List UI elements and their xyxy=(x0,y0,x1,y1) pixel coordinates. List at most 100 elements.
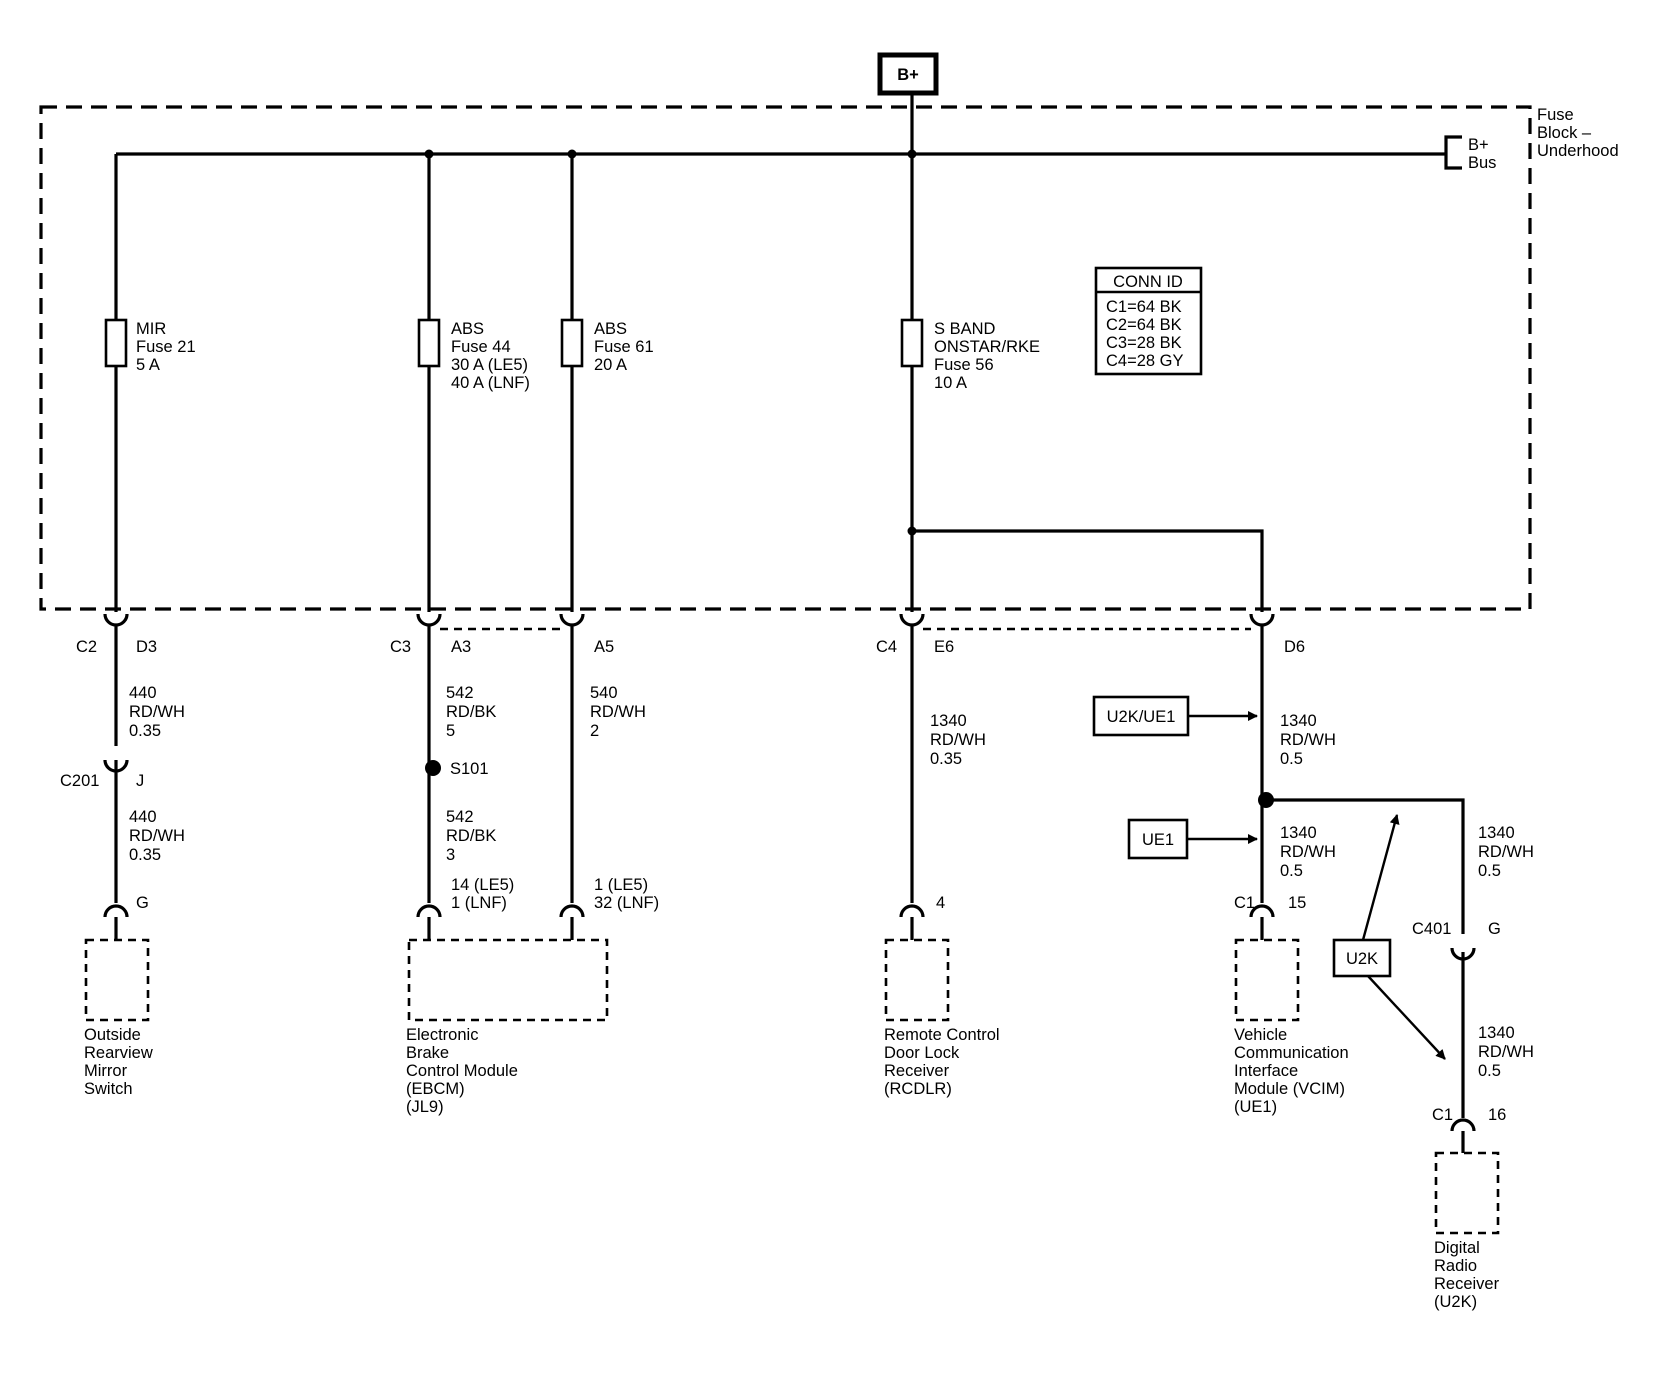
wire-542-lower-label: 542 RD/BK 3 xyxy=(446,808,496,864)
svg-text:(UE1): (UE1) xyxy=(1234,1098,1277,1116)
fuse-56 xyxy=(900,318,924,368)
wire-1340-radio-label: 1340 RD/WH 0.5 xyxy=(1478,1024,1534,1080)
svg-text:RD/WH: RD/WH xyxy=(129,703,185,721)
svg-text:1340: 1340 xyxy=(1280,824,1317,842)
svg-text:Receiver: Receiver xyxy=(1434,1275,1500,1293)
svg-text:0.5: 0.5 xyxy=(1280,750,1303,768)
svg-text:1340: 1340 xyxy=(1478,1024,1515,1042)
svg-text:1340: 1340 xyxy=(930,712,967,730)
pin-d6: D6 xyxy=(1284,638,1305,656)
fuse-56-label: S BAND ONSTAR/RKE Fuse 56 10 A xyxy=(934,320,1040,392)
svg-text:440: 440 xyxy=(129,684,157,702)
svg-text:RD/WH: RD/WH xyxy=(1280,843,1336,861)
svg-text:RD/WH: RD/WH xyxy=(930,731,986,749)
ebcm-label: Electronic Brake Control Module (EBCM) (… xyxy=(406,1026,518,1116)
ebcm-connector-a xyxy=(416,904,442,918)
option-ue1: UE1 xyxy=(1127,818,1189,860)
c401-pin: G xyxy=(1488,920,1501,938)
svg-text:Outside: Outside xyxy=(84,1026,141,1044)
svg-text:0.35: 0.35 xyxy=(930,750,962,768)
svg-text:RD/BK: RD/BK xyxy=(446,827,496,845)
connector-c4: C4 xyxy=(876,638,897,656)
wire-440-upper-label: 440 RD/WH 0.35 xyxy=(129,684,185,740)
svg-text:Digital: Digital xyxy=(1434,1239,1480,1257)
svg-text:(JL9): (JL9) xyxy=(406,1098,444,1116)
svg-text:1 (LE5): 1 (LE5) xyxy=(594,876,648,894)
svg-text:Radio: Radio xyxy=(1434,1257,1477,1275)
svg-text:MIR: MIR xyxy=(136,320,166,338)
bus-bracket xyxy=(1444,135,1462,170)
svg-text:Rearview: Rearview xyxy=(84,1044,153,1062)
svg-text:CONN ID: CONN ID xyxy=(1113,273,1183,291)
fuse-44 xyxy=(417,318,441,368)
fuse-61-label: ABS Fuse 61 20 A xyxy=(594,320,654,374)
svg-text:30 A (LE5): 30 A (LE5) xyxy=(451,356,528,374)
bus-junction-dot xyxy=(907,149,917,159)
svg-text:RD/WH: RD/WH xyxy=(1478,843,1534,861)
arrow-u2k-down xyxy=(1367,975,1446,1060)
pin-g-mirror: G xyxy=(136,894,149,912)
connector-c2: C2 xyxy=(76,638,97,656)
conn-id-table: CONN ID C1=64 BK C2=64 BK C3=28 BK C4=28… xyxy=(1094,266,1203,376)
svg-text:Electronic: Electronic xyxy=(406,1026,478,1044)
svg-text:Fuse 61: Fuse 61 xyxy=(594,338,654,356)
svg-text:RD/BK: RD/BK xyxy=(446,703,496,721)
svg-text:Receiver: Receiver xyxy=(884,1062,950,1080)
svg-text:(U2K): (U2K) xyxy=(1434,1293,1477,1311)
fuse-block-outline xyxy=(39,105,1532,611)
svg-text:Fuse 21: Fuse 21 xyxy=(136,338,196,356)
wire-542-upper-label: 542 RD/BK 5 xyxy=(446,684,496,740)
ebcm-pin-b-label: 1 (LE5) 32 (LNF) xyxy=(594,876,659,912)
svg-text:0.35: 0.35 xyxy=(129,722,161,740)
rcdlr-label: Remote Control Door Lock Receiver (RCDLR… xyxy=(884,1026,1000,1098)
s101-label: S101 xyxy=(450,760,489,778)
svg-text:Bus: Bus xyxy=(1468,154,1496,172)
svg-text:Remote Control: Remote Control xyxy=(884,1026,1000,1044)
fuse-44-label: ABS Fuse 44 30 A (LE5) 40 A (LNF) xyxy=(451,320,530,392)
block-connectors xyxy=(103,613,1275,627)
svg-text:5 A: 5 A xyxy=(136,356,160,374)
splice-s101 xyxy=(425,760,441,776)
svg-text:Door Lock: Door Lock xyxy=(884,1044,960,1062)
mirror-connector xyxy=(103,904,129,918)
arrow-u2k-up xyxy=(1361,814,1400,941)
pin-a3: A3 xyxy=(451,638,471,656)
ebcm-pin-a-label: 14 (LE5) 1 (LNF) xyxy=(451,876,514,912)
svg-text:RD/WH: RD/WH xyxy=(1478,1043,1534,1061)
ebcm-connector-b xyxy=(559,904,585,918)
svg-text:1340: 1340 xyxy=(1280,712,1317,730)
connector-c201: C201 xyxy=(60,772,99,790)
svg-text:3: 3 xyxy=(446,846,455,864)
connector-c3: C3 xyxy=(390,638,411,656)
svg-text:S BAND: S BAND xyxy=(934,320,996,338)
svg-text:Underhood: Underhood xyxy=(1537,142,1619,160)
radio-label: Digital Radio Receiver (U2K) xyxy=(1434,1239,1500,1311)
option-u2k-ue1: U2K/UE1 xyxy=(1092,695,1190,737)
wire-fuse56-to-d6 xyxy=(912,529,1264,612)
svg-text:1340: 1340 xyxy=(1478,824,1515,842)
svg-text:10 A: 10 A xyxy=(934,374,967,392)
svg-text:540: 540 xyxy=(590,684,618,702)
svg-text:1 (LNF): 1 (LNF) xyxy=(451,894,507,912)
wire-1340-to-radio xyxy=(1266,798,1465,934)
option-u2k: U2K xyxy=(1332,938,1392,978)
svg-text:ABS: ABS xyxy=(594,320,627,338)
svg-text:2: 2 xyxy=(590,722,599,740)
mirror-switch-box xyxy=(84,938,150,1022)
svg-text:Vehicle: Vehicle xyxy=(1234,1026,1287,1044)
svg-text:Switch: Switch xyxy=(84,1080,133,1098)
wire-1340-vcim-label: 1340 RD/WH 0.5 xyxy=(1280,824,1336,880)
svg-text:C4=28 GY: C4=28 GY xyxy=(1106,352,1184,370)
svg-text:Control Module: Control Module xyxy=(406,1062,518,1080)
wire-440-lower-label: 440 RD/WH 0.35 xyxy=(129,808,185,864)
vcim-box xyxy=(1234,938,1300,1022)
svg-text:UE1: UE1 xyxy=(1142,831,1174,849)
svg-text:C2=64 BK: C2=64 BK xyxy=(1106,316,1182,334)
wire-1340-d6-label: 1340 RD/WH 0.5 xyxy=(1280,712,1336,768)
svg-text:542: 542 xyxy=(446,808,474,826)
svg-text:14 (LE5): 14 (LE5) xyxy=(451,876,514,894)
vcim-pin: 15 xyxy=(1288,894,1306,912)
radio-connector-c1: C1 xyxy=(1432,1106,1453,1124)
svg-text:(EBCM): (EBCM) xyxy=(406,1080,465,1098)
